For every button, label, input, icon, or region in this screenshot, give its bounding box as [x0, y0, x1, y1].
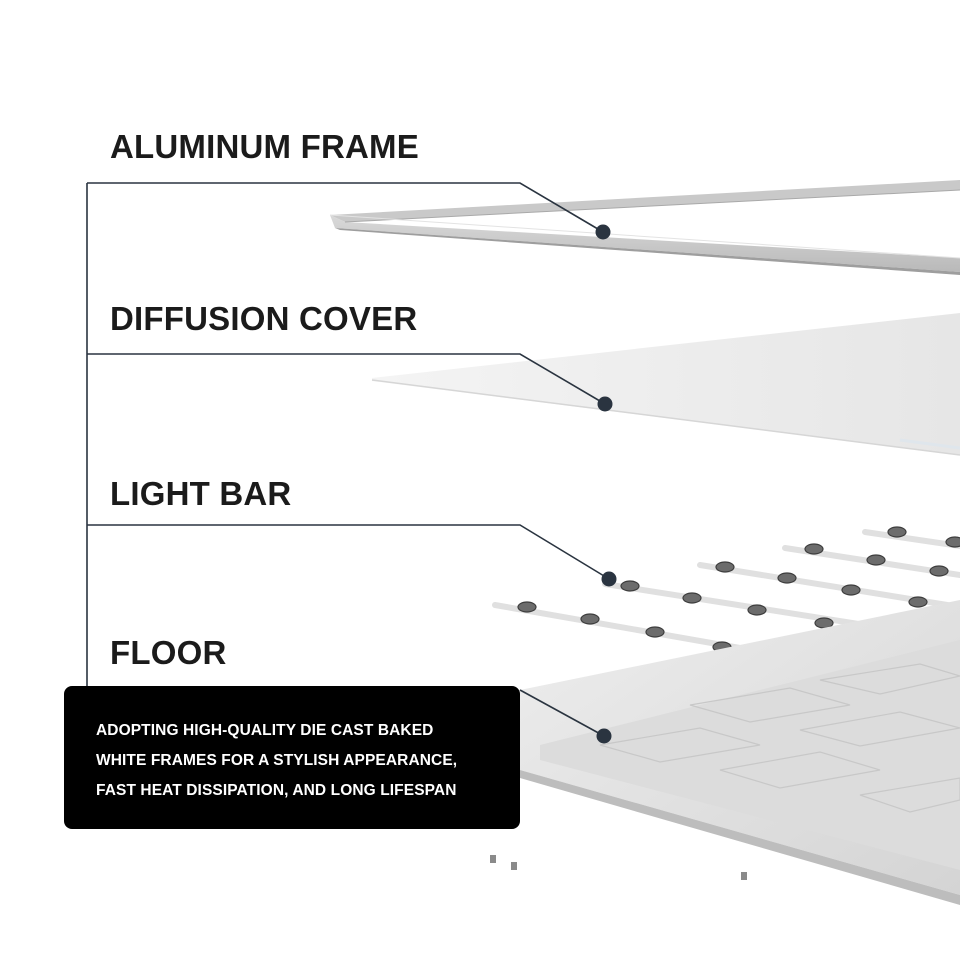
leader-line-bar [87, 524, 610, 580]
aluminum-frame-layer [329, 180, 960, 275]
leader-lines [86, 182, 610, 737]
floor-pointer-dot [596, 728, 612, 744]
description-line-1: ADOPTING HIGH-QUALITY DIE CAST BAKED [96, 722, 434, 739]
leader-line-cover [87, 353, 606, 405]
light-bar-pointer-dot [601, 571, 617, 587]
description-line-3: FAST HEAT DISSIPATION, AND LONG LIFESPAN [96, 782, 457, 799]
diffusion-cover-label: DIFFUSION COVER [110, 300, 418, 337]
floor-label: FLOOR [110, 634, 227, 671]
leader-line-floor [519, 689, 605, 737]
diffusion-cover-layer [371, 313, 960, 456]
description-line-2: WHITE FRAMES FOR A STYLISH APPEARANCE, [96, 752, 458, 769]
leader-dots [595, 224, 617, 744]
description-box: ADOPTING HIGH-QUALITY DIE CAST BAKED WHI… [64, 686, 520, 829]
cover-pointer-dot [597, 396, 613, 412]
leader-line-frame [87, 182, 604, 233]
floor-layer [490, 600, 960, 905]
aluminum-frame-label: ALUMINUM FRAME [110, 128, 419, 165]
frame-pointer-dot [595, 224, 611, 240]
light-bar-label: LIGHT BAR [110, 475, 292, 512]
